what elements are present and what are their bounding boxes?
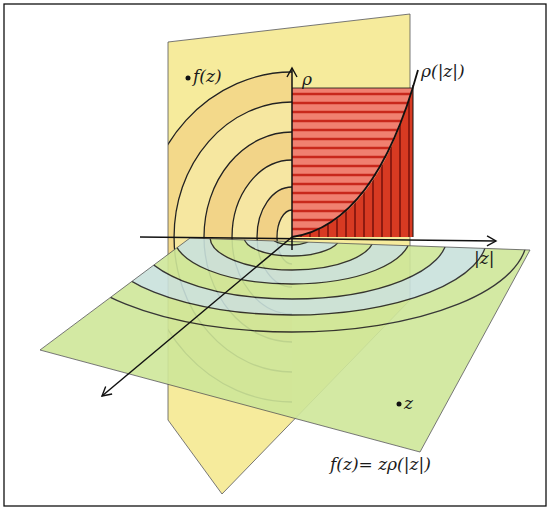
point-dot (397, 402, 402, 407)
graph-curve (292, 70, 418, 237)
axis (291, 68, 293, 250)
frame (4, 4, 546, 506)
axis-label: |z| (474, 249, 494, 268)
axis (102, 237, 292, 396)
point-label: z (404, 394, 413, 413)
domain-plane (40, 142, 530, 452)
curve-label: ρ(|z|) (421, 62, 465, 81)
graph-region (292, 85, 413, 237)
axis (140, 237, 496, 241)
graph-region (292, 85, 413, 237)
axis-label: ρ (302, 70, 312, 89)
point-label: f(z) (193, 67, 222, 86)
point-dot (186, 76, 191, 81)
formula: f(z)= zρ(|z|) (330, 455, 431, 474)
